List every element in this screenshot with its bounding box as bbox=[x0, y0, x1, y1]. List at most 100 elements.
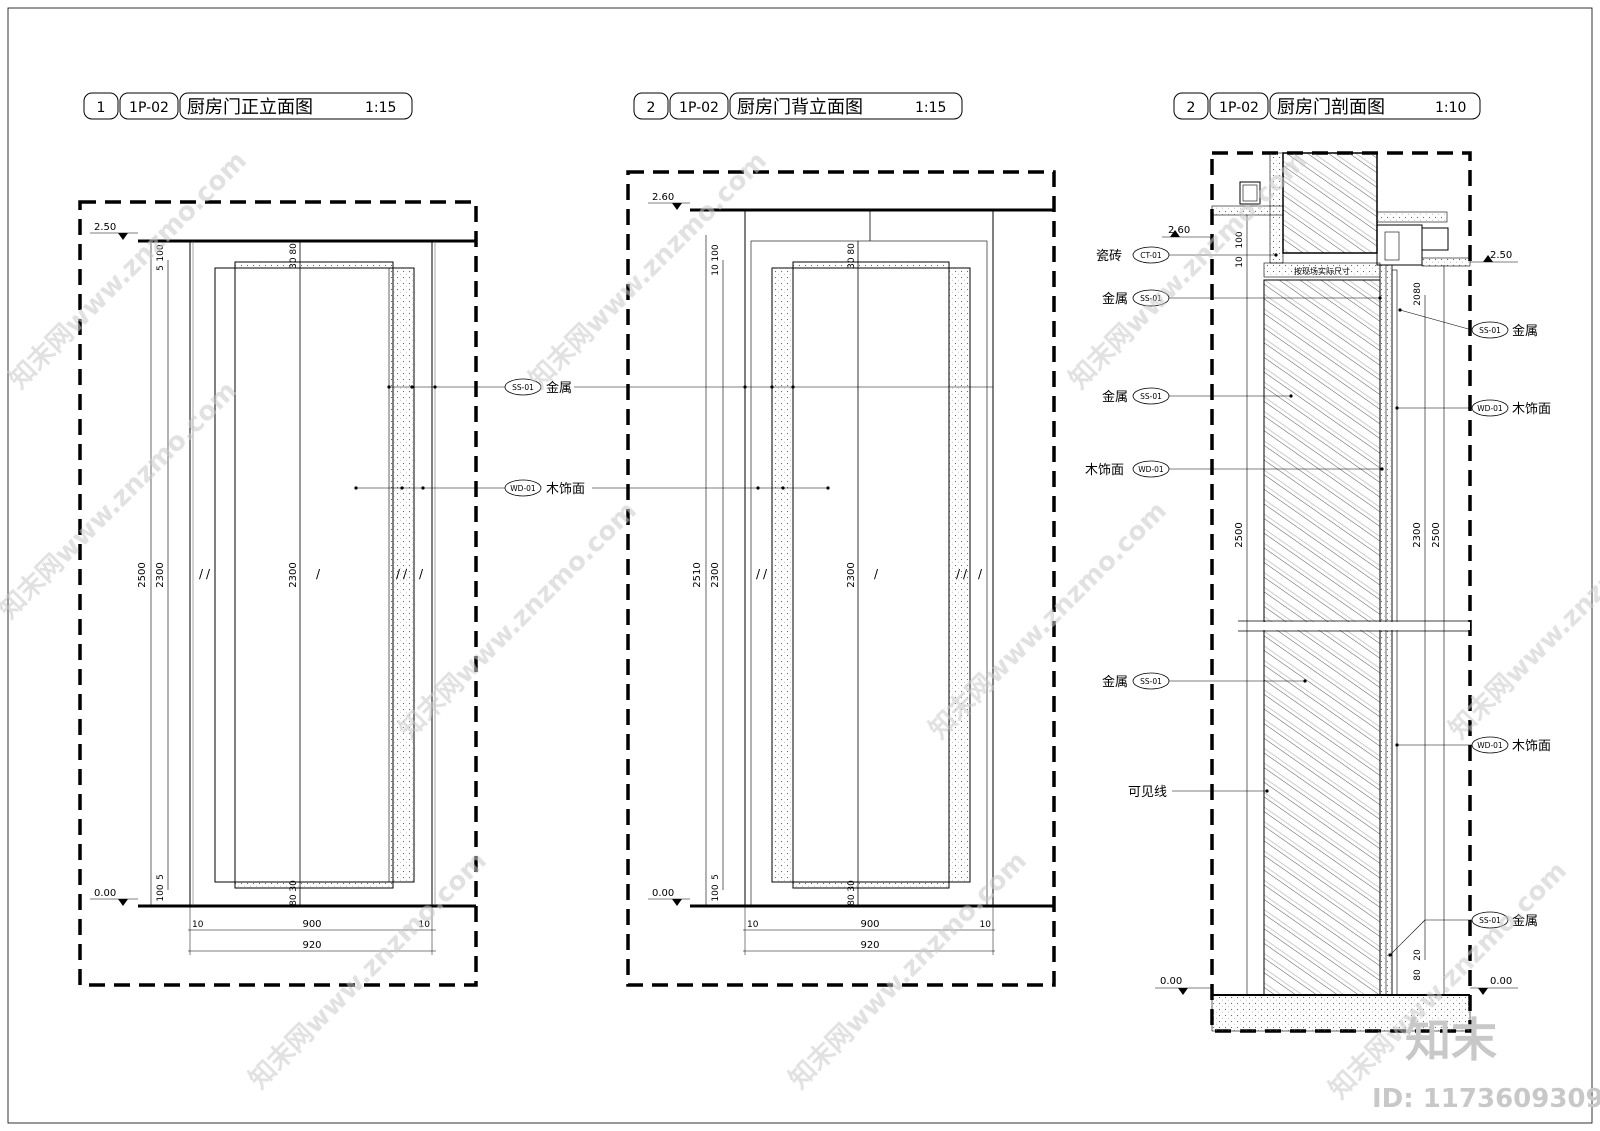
svg-text:2.50: 2.50 bbox=[94, 222, 116, 233]
view-boundary bbox=[626, 170, 1056, 987]
svg-text:2.60: 2.60 bbox=[1168, 225, 1190, 236]
view-scale: 1:10 bbox=[1435, 100, 1466, 116]
svg-text:100: 100 bbox=[1235, 231, 1245, 248]
svg-text:金属: 金属 bbox=[1512, 913, 1538, 929]
svg-text:/: / bbox=[763, 567, 768, 581]
svg-text:80: 80 bbox=[1413, 282, 1423, 294]
svg-text:木饰面: 木饰面 bbox=[1085, 463, 1124, 478]
material-label: 木饰面 bbox=[546, 482, 585, 497]
svg-text:10: 10 bbox=[192, 920, 204, 930]
title-block-front: 1 1P-02 厨房门正立面图 1:15 bbox=[83, 92, 413, 120]
svg-text:100: 100 bbox=[156, 244, 166, 261]
svg-text:/: / bbox=[756, 567, 761, 581]
view-scale: 1:15 bbox=[915, 100, 946, 116]
svg-text:2510: 2510 bbox=[692, 562, 703, 587]
svg-text:瓷砖: 瓷砖 bbox=[1096, 249, 1122, 264]
watermark-text: 知末网www.znzmo.com bbox=[524, 146, 773, 395]
svg-text:0.00: 0.00 bbox=[1160, 976, 1182, 987]
svg-text:30 80: 30 80 bbox=[847, 243, 857, 269]
svg-text:2500: 2500 bbox=[1234, 522, 1245, 547]
svg-text:/: / bbox=[403, 567, 408, 581]
svg-text:920: 920 bbox=[302, 940, 321, 951]
svg-text:2300: 2300 bbox=[155, 562, 166, 587]
svg-text:80 30: 80 30 bbox=[289, 880, 299, 906]
watermark-text: 知末网www.znzmo.com bbox=[394, 496, 643, 745]
svg-text:/: / bbox=[206, 567, 211, 581]
level-marker-bottom-right: 0.00 bbox=[1470, 976, 1518, 995]
svg-text:5: 5 bbox=[156, 874, 166, 880]
view-number: 2 bbox=[1187, 100, 1196, 116]
level-marker-top-left: 2.60 bbox=[1162, 225, 1212, 238]
material-tag: WD-01 bbox=[510, 484, 536, 493]
view-boundary bbox=[78, 200, 478, 987]
svg-text:WD-01: WD-01 bbox=[1477, 741, 1503, 750]
section-label-right: SS-01 金属 bbox=[1398, 308, 1538, 339]
svg-text:木饰面: 木饰面 bbox=[1512, 739, 1551, 754]
level-marker-top-right: 2.50 bbox=[1470, 250, 1518, 263]
svg-text:10: 10 bbox=[419, 920, 431, 930]
svg-text:/: / bbox=[316, 567, 321, 581]
svg-text:/: / bbox=[956, 567, 961, 581]
svg-text:10: 10 bbox=[1235, 256, 1245, 268]
svg-text:可见线: 可见线 bbox=[1128, 785, 1167, 800]
svg-text:2.50: 2.50 bbox=[1490, 250, 1512, 261]
svg-text:2500: 2500 bbox=[1431, 522, 1442, 547]
svg-text:5: 5 bbox=[156, 265, 166, 271]
sheet-code: 1P-02 bbox=[129, 100, 169, 116]
view-title: 厨房门正立面图 bbox=[187, 97, 313, 118]
watermark-text: 知末网www.znzmo.com bbox=[1444, 496, 1600, 745]
svg-text:SS-01: SS-01 bbox=[1479, 916, 1501, 925]
svg-text:/: / bbox=[199, 567, 204, 581]
svg-text:5: 5 bbox=[711, 874, 721, 880]
svg-text:2300: 2300 bbox=[1412, 522, 1423, 547]
level-marker-top: 2.60 bbox=[648, 192, 690, 210]
back-elevation: 2510 2300 2300 100 10 100 5 30 80 80 30 … bbox=[626, 170, 1056, 987]
svg-text:80 30: 80 30 bbox=[847, 880, 857, 906]
svg-text:900: 900 bbox=[302, 919, 321, 930]
brand-logo-text: 知末 bbox=[1405, 1013, 1497, 1067]
watermark-text: 知末网www.znzmo.com bbox=[0, 376, 243, 625]
svg-text:SS-01: SS-01 bbox=[1140, 294, 1162, 303]
svg-text:920: 920 bbox=[860, 940, 879, 951]
shared-material-leaders: SS-01 金属 WD-01 木饰面 bbox=[354, 378, 993, 497]
section-label-left: 木饰面 WD-01 bbox=[1085, 460, 1384, 478]
svg-text:100: 100 bbox=[711, 244, 721, 261]
view-number: 2 bbox=[647, 100, 656, 116]
site-note: 按现场实际尺寸 bbox=[1294, 266, 1350, 276]
level-marker-bottom: 0.00 bbox=[648, 888, 690, 906]
svg-text:CT-01: CT-01 bbox=[1140, 251, 1162, 260]
svg-text:WD-01: WD-01 bbox=[1138, 465, 1164, 474]
section-label-left: 可见线 bbox=[1128, 785, 1269, 800]
section-view: 按现场实际尺寸 2500 2300 2500 100 10 20 80 80 2… bbox=[1085, 151, 1551, 1033]
sheet-code: 1P-02 bbox=[679, 100, 719, 116]
svg-text:SS-01: SS-01 bbox=[1140, 677, 1162, 686]
section-label-left: 金属 SS-01 bbox=[1102, 289, 1382, 307]
title-block-back: 2 1P-02 厨房门背立面图 1:15 bbox=[633, 92, 963, 120]
svg-text:2300: 2300 bbox=[846, 562, 857, 587]
svg-text:金属: 金属 bbox=[1102, 389, 1128, 405]
svg-text:木饰面: 木饰面 bbox=[1512, 402, 1551, 417]
title-block-section: 2 1P-02 厨房门剖面图 1:10 bbox=[1173, 92, 1481, 120]
floor-slab bbox=[1211, 994, 1471, 1032]
door-panel bbox=[214, 267, 415, 883]
section-label-right: WD-01 木饰面 bbox=[1395, 399, 1551, 417]
section-label-left: 金属 SS-01 bbox=[1102, 672, 1307, 690]
svg-text:100: 100 bbox=[156, 884, 166, 901]
svg-text:2300: 2300 bbox=[710, 562, 721, 587]
sheet-code: 1P-02 bbox=[1219, 100, 1259, 116]
svg-text:0.00: 0.00 bbox=[1490, 976, 1512, 987]
level-marker-top: 2.50 bbox=[90, 222, 138, 240]
svg-text:10: 10 bbox=[711, 264, 721, 276]
section-label-right: SS-01 金属 bbox=[1388, 911, 1538, 957]
svg-text:20: 20 bbox=[1413, 294, 1423, 306]
view-number: 1 bbox=[97, 100, 106, 116]
level-marker-bottom: 0.00 bbox=[90, 888, 138, 906]
svg-text:SS-01: SS-01 bbox=[1479, 326, 1501, 335]
view-title: 厨房门背立面图 bbox=[737, 97, 863, 118]
level-marker-bottom-left: 0.00 bbox=[1155, 976, 1212, 995]
svg-text:2300: 2300 bbox=[288, 562, 299, 587]
svg-text:WD-01: WD-01 bbox=[1477, 404, 1503, 413]
svg-text:20: 20 bbox=[1413, 949, 1423, 961]
svg-text:/: / bbox=[419, 567, 424, 581]
material-tag: SS-01 bbox=[512, 383, 534, 392]
